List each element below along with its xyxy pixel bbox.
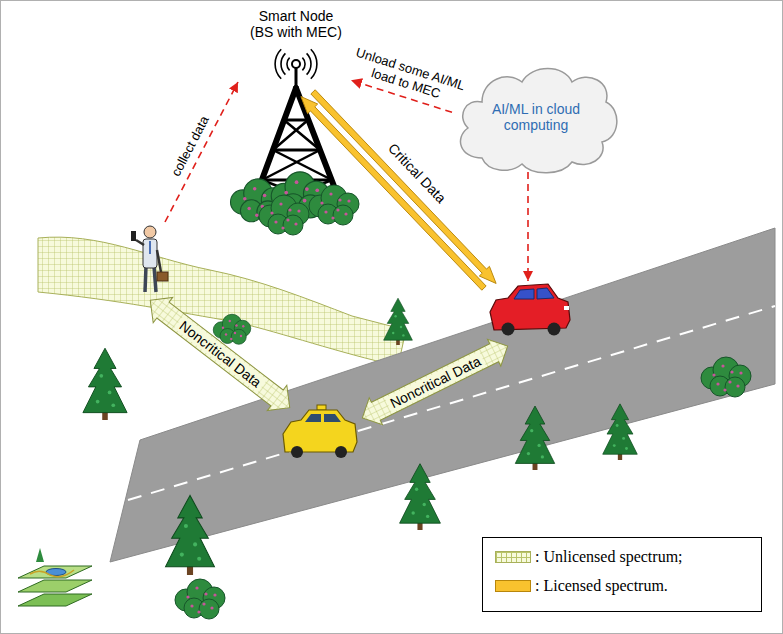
legend-box: : Unlicensed spectrum; : Licensed spectru…	[482, 537, 762, 612]
car-window	[514, 289, 534, 299]
wheel	[335, 446, 347, 458]
bush	[175, 579, 225, 619]
map-layer	[18, 594, 92, 606]
bush	[213, 314, 251, 344]
licensed-band	[296, 92, 489, 293]
person-arm	[157, 250, 161, 272]
tree	[166, 495, 215, 575]
bush	[309, 185, 359, 225]
wheel	[502, 323, 515, 336]
base-station-node: Smart Node (BS with MEC)	[241, 4, 351, 86]
unlicensed-link	[141, 288, 300, 421]
legend-label: : Licensed spectrum.	[535, 577, 668, 595]
car-body	[490, 284, 570, 330]
bush	[701, 357, 751, 397]
bush	[259, 195, 309, 235]
legend-label: : Unlicensed spectrum;	[535, 548, 683, 566]
person-tie	[149, 241, 151, 254]
car-window	[537, 288, 554, 299]
link-label: Noncritical Data	[384, 352, 485, 413]
arrow-label: collect data	[168, 111, 214, 182]
node-label: Smart Node (BS with MEC)	[248, 8, 344, 40]
link-label: Noncritical Data	[173, 316, 266, 393]
hatched-swatch	[495, 551, 531, 563]
road	[110, 228, 775, 562]
map-layer	[18, 580, 92, 592]
tree	[603, 404, 638, 460]
taxi-window	[324, 414, 341, 422]
headlight	[564, 306, 569, 310]
map-tree	[36, 548, 44, 562]
unlicensed-band	[356, 333, 515, 432]
data-collection-arrow	[165, 82, 238, 222]
legend-entry: : Unlicensed spectrum;	[495, 548, 683, 566]
map-icon	[18, 548, 92, 606]
taxi-sign	[317, 405, 326, 410]
unlicensed-link	[356, 333, 515, 432]
map-path	[30, 570, 74, 577]
link-label: Critical Data	[383, 138, 451, 209]
person-arm	[136, 240, 144, 245]
cloud-node: AI/ML in cloud computing	[452, 58, 620, 176]
wheel	[291, 446, 303, 458]
taxi-body	[283, 410, 357, 452]
road-surface	[110, 228, 775, 562]
person-leg	[145, 266, 146, 292]
taxi-window	[305, 414, 321, 422]
phone	[131, 231, 136, 241]
antenna	[292, 60, 300, 68]
cloud-to-car-arrow	[527, 172, 529, 281]
tree	[400, 464, 441, 530]
tree	[384, 298, 413, 345]
red-car	[490, 284, 570, 336]
person-leg	[154, 266, 156, 292]
road-centerline	[128, 306, 775, 500]
wheel	[548, 323, 561, 336]
radio-waves	[275, 49, 317, 79]
person-head	[144, 226, 156, 238]
edge-label: Unload some AI/ML load to MEC	[345, 44, 470, 109]
person-body	[143, 239, 157, 268]
briefcase	[157, 272, 168, 281]
tree	[515, 406, 554, 470]
cloud-shape	[460, 69, 616, 173]
node-label: AI/ML in cloud computing	[480, 101, 592, 133]
legend-swatch	[495, 580, 531, 592]
taxi	[283, 405, 357, 458]
map-layer	[18, 566, 92, 578]
person	[131, 226, 168, 292]
legend-entry: : Licensed spectrum.	[495, 577, 668, 595]
unlicensed-band	[141, 288, 300, 421]
tree	[83, 348, 127, 420]
